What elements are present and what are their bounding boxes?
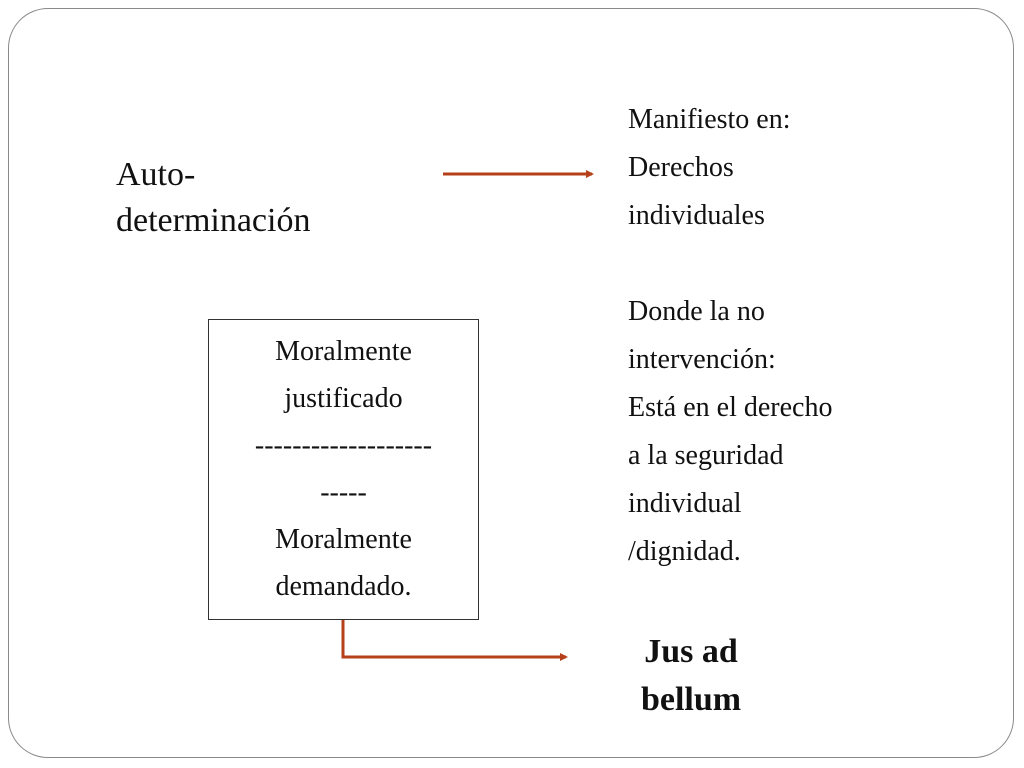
box-line-4: ----- — [320, 477, 367, 508]
notes-line-5: intervención: — [628, 344, 776, 375]
notes-line-7: a la seguridad — [628, 440, 784, 471]
notes-line-8: individual — [628, 488, 742, 519]
right-notes: Manifiesto en: Derechos individuales Don… — [628, 96, 832, 576]
notes-line-9: /dignidad. — [628, 536, 741, 567]
jus-ad-bellum-label: Jus ad bellum — [616, 628, 766, 724]
notes-line-6: Está en el derecho — [628, 392, 833, 423]
notes-line-2: Derechos — [628, 152, 734, 183]
box-line-6: demandado. — [275, 571, 412, 602]
box-line-1: Moralmente — [275, 336, 412, 367]
slide-frame — [8, 8, 1014, 758]
notes-line-3: individuales — [628, 200, 765, 231]
moral-box: Moralmente justificado -----------------… — [208, 319, 479, 620]
notes-line-4: Donde la no — [628, 296, 765, 327]
self-determination-label: Auto- determinación — [116, 152, 310, 244]
self-determination-line-2: determinación — [116, 202, 311, 239]
box-line-3: ------------------- — [254, 430, 433, 461]
jus-line-1: Jus ad — [644, 633, 738, 670]
box-line-5: Moralmente — [275, 524, 412, 555]
box-line-2: justificado — [284, 383, 403, 414]
notes-line-1: Manifiesto en: — [628, 104, 791, 135]
jus-line-2: bellum — [640, 681, 742, 718]
self-determination-line-1: Auto- — [116, 156, 196, 193]
notes-gap — [628, 240, 832, 288]
